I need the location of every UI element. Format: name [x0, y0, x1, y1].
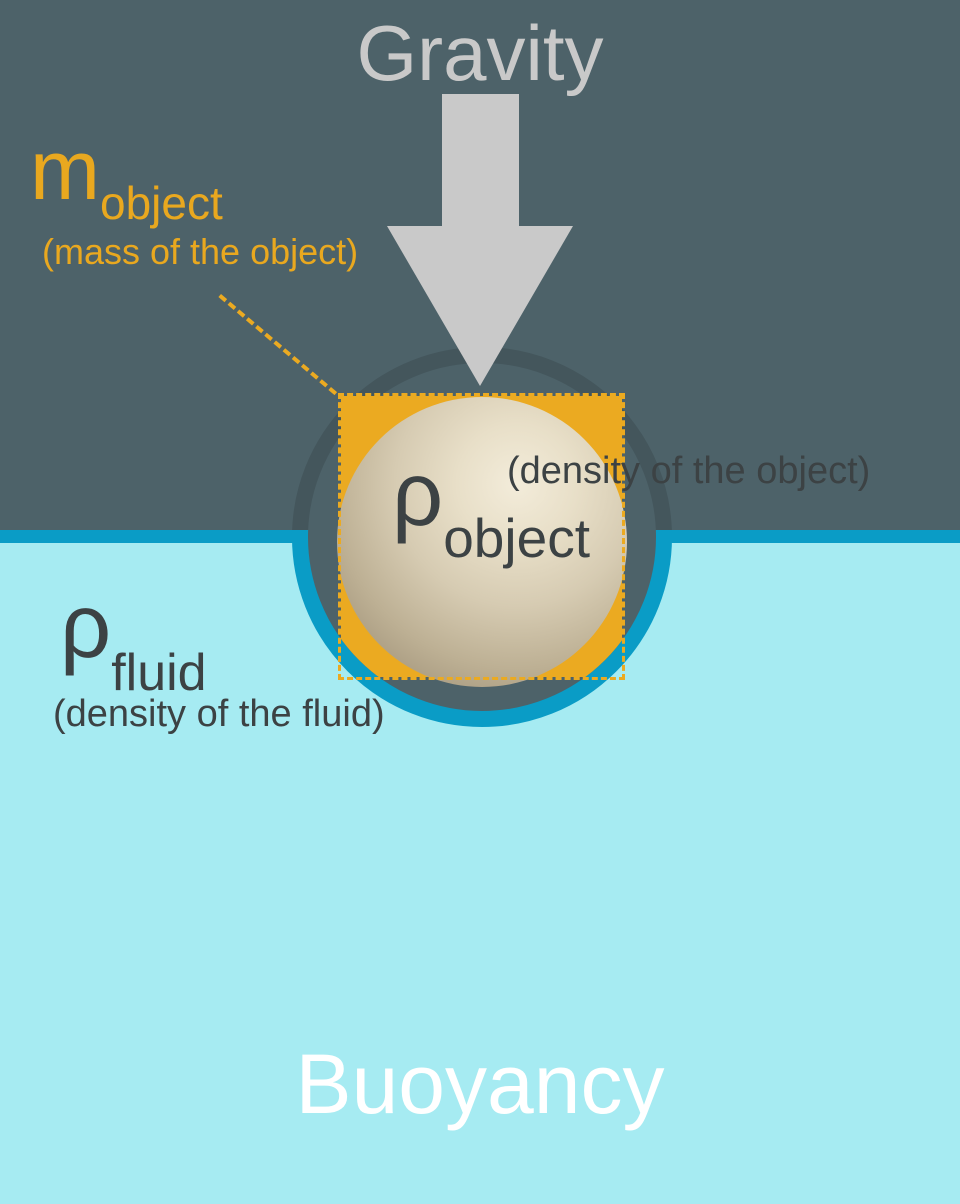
gravity-label: Gravity — [356, 9, 604, 97]
density-fluid-subscript: fluid — [111, 644, 207, 702]
density-object-label: ρobject — [392, 450, 590, 566]
mass-label: mobject — [30, 128, 223, 226]
buoyancy-label: Buoyancy — [295, 1037, 665, 1131]
density-fluid-label: ρfluid — [60, 582, 207, 699]
mass-subscript: object — [99, 177, 223, 229]
mass-caption: (mass of the object) — [42, 231, 359, 272]
density-object-subscript: object — [443, 507, 590, 569]
density-object-symbol: ρ — [392, 445, 444, 545]
density-fluid-caption: (density of the fluid) — [53, 693, 385, 735]
object-sphere — [337, 397, 627, 687]
density-object-caption: (density of the object) — [507, 450, 871, 492]
density-fluid-symbol: ρ — [60, 577, 112, 677]
object-square-outline — [338, 393, 625, 680]
mass-symbol: m — [30, 123, 100, 217]
gravity-arrow-icon — [442, 94, 519, 228]
mass-leader-line — [218, 294, 338, 396]
